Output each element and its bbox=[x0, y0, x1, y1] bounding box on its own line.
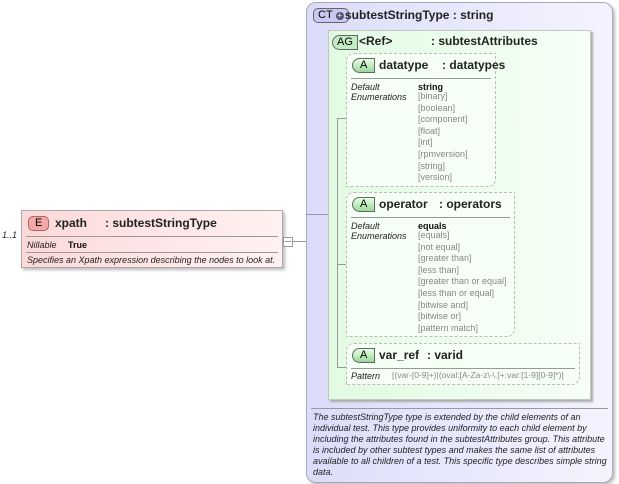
element-xpath[interactable]: E xpath : subtestStringType Nillable Tru… bbox=[21, 210, 283, 268]
attribute-type: : varid bbox=[427, 348, 464, 362]
attribute-group-badge: AG bbox=[332, 35, 358, 50]
enumerations-label: Enumerations bbox=[351, 231, 407, 241]
element-description: Specifies an Xpath expression describing… bbox=[27, 255, 276, 265]
attribute-name: operator bbox=[379, 197, 428, 211]
attribute-badge: A bbox=[352, 58, 376, 73]
attribute-name: datatype bbox=[379, 58, 429, 72]
nillable-value: True bbox=[68, 240, 88, 250]
complex-type-badge: CT + bbox=[313, 8, 349, 23]
default-value: string bbox=[418, 82, 444, 92]
element-badge: E bbox=[28, 216, 50, 231]
default-label: Default bbox=[351, 82, 380, 92]
attribute-type: : operators bbox=[439, 197, 502, 211]
attribute-name: var_ref bbox=[379, 348, 420, 362]
plus-icon: + bbox=[335, 11, 344, 20]
collapse-toggle[interactable] bbox=[283, 237, 293, 247]
attribute-operator[interactable]: A operator : operators Default equals En… bbox=[346, 192, 515, 337]
pattern-value: [(var-[0-9]+)|(oval:[A-Za-z\-\.]+:var:[1… bbox=[392, 370, 564, 380]
element-type: : subtestStringType bbox=[105, 216, 217, 230]
complex-type-description: The subtestStringType type is extended b… bbox=[313, 412, 607, 477]
attribute-group-name: : subtestAttributes bbox=[431, 34, 538, 48]
attribute-type: : datatypes bbox=[442, 58, 506, 72]
default-label: Default bbox=[351, 221, 380, 231]
cardinality: 1..1 bbox=[2, 230, 18, 240]
enumerations-list: [equals] [not equal] [greater than] [les… bbox=[418, 230, 507, 333]
complex-type-title: subtestStringType : string bbox=[345, 8, 494, 22]
attribute-badge: A bbox=[352, 348, 376, 363]
attribute-badge: A bbox=[352, 197, 376, 212]
attribute-datatype[interactable]: A datatype : datatypes Default string En… bbox=[346, 53, 505, 187]
attribute-group-ref: <Ref> bbox=[359, 34, 393, 48]
element-name: xpath bbox=[55, 216, 88, 230]
default-value: equals bbox=[418, 221, 447, 231]
pattern-label: Pattern bbox=[351, 371, 381, 381]
attribute-var-ref[interactable]: A var_ref : varid Pattern [(var-[0-9]+)|… bbox=[346, 343, 580, 385]
enumerations-list: [binary] [boolean] [component] [float] [… bbox=[418, 91, 468, 183]
enumerations-label: Enumerations bbox=[351, 92, 407, 102]
nillable-label: Nillable bbox=[27, 240, 57, 250]
